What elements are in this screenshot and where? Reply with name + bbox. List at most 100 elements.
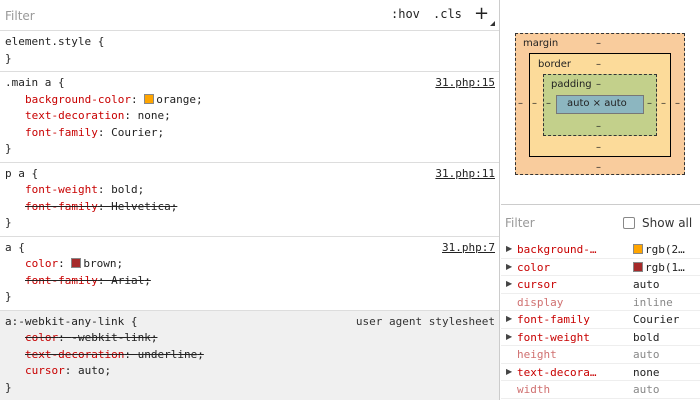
- computed-row[interactable]: ▶ text-decora… none: [501, 364, 700, 381]
- property-value[interactable]: none: [137, 109, 165, 122]
- padding-top-value[interactable]: –: [596, 79, 601, 90]
- show-all-checkbox[interactable]: [623, 217, 635, 229]
- border-right-value[interactable]: –: [661, 98, 666, 109]
- computed-value-text: rgb(2…: [645, 243, 685, 256]
- property-value[interactable]: Courier: [111, 125, 158, 139]
- computed-property-value: rgb(1…: [633, 261, 685, 274]
- declaration[interactable]: color: brown;: [25, 257, 124, 270]
- property-name[interactable]: text-decoration: [25, 109, 125, 122]
- margin-left-value[interactable]: –: [518, 98, 523, 109]
- property-name[interactable]: font-family: [25, 199, 98, 213]
- rule-selector[interactable]: .main a {: [5, 76, 65, 89]
- padding-bottom-value[interactable]: –: [596, 121, 601, 132]
- expand-triangle-icon[interactable]: ▶: [506, 331, 513, 341]
- rule-selector: a:-webkit-any-link {: [5, 314, 138, 328]
- rule-close-brace: }: [5, 51, 12, 65]
- property-name[interactable]: color: [25, 257, 59, 270]
- rule-close-brace: }: [5, 290, 12, 303]
- computed-row[interactable]: display inline: [501, 294, 700, 311]
- computed-row[interactable]: ▶ background-… rgb(2…: [501, 241, 700, 259]
- padding-right-value[interactable]: –: [647, 98, 652, 109]
- computed-property-name: height: [517, 348, 557, 361]
- computed-property-name: cursor: [517, 278, 557, 291]
- rule-p-a: p a { 31.php:11 font-weight: bold; font-…: [0, 163, 499, 237]
- declaration[interactable]: font-family: Courier;: [25, 125, 165, 139]
- property-value[interactable]: Arial: [111, 273, 145, 287]
- computed-row[interactable]: ▶ font-family Courier: [501, 311, 700, 329]
- computed-row[interactable]: width auto: [501, 381, 700, 399]
- declaration[interactable]: background-color: orange;: [25, 92, 203, 106]
- computed-property-name: display: [517, 295, 564, 309]
- color-swatch-icon[interactable]: [633, 244, 643, 254]
- rule-close-brace: }: [5, 216, 12, 229]
- expand-triangle-icon[interactable]: ▶: [506, 366, 513, 376]
- border-top-value[interactable]: –: [596, 59, 601, 70]
- property-name[interactable]: font-family: [25, 125, 98, 139]
- property-value[interactable]: bold: [111, 183, 138, 196]
- rule-element-style: element.style { }: [0, 31, 499, 72]
- cls-toggle-button[interactable]: .cls: [433, 7, 462, 21]
- computed-row[interactable]: height auto: [501, 346, 700, 364]
- color-swatch-icon[interactable]: [633, 261, 643, 272]
- property-value: underline: [137, 347, 198, 361]
- hov-toggle-button[interactable]: :hov: [391, 7, 420, 21]
- overridden-declaration: text-decoration: underline;: [25, 347, 204, 361]
- property-name[interactable]: font-family: [25, 273, 98, 287]
- computed-property-name: color: [517, 260, 551, 274]
- computed-row[interactable]: ▶ font-weight bold: [501, 329, 700, 346]
- expand-triangle-icon[interactable]: ▶: [506, 261, 513, 271]
- show-all-label[interactable]: Show all: [642, 216, 693, 230]
- rule-selector[interactable]: element.style {: [5, 35, 105, 48]
- styles-pane: :hov .cls + element.style { } .main a { …: [0, 0, 500, 400]
- expand-triangle-icon[interactable]: ▶: [506, 279, 513, 288]
- property-value[interactable]: Helvetica: [111, 199, 171, 213]
- computed-row[interactable]: ▶ cursor auto: [501, 276, 700, 294]
- rule-user-agent: a:-webkit-any-link { user agent styleshe…: [0, 310, 499, 400]
- styles-filter-input[interactable]: [5, 7, 365, 25]
- computed-property-name: text-decora…: [517, 365, 597, 379]
- property-value[interactable]: orange: [156, 92, 196, 106]
- expand-triangle-icon[interactable]: ▶: [506, 314, 513, 323]
- new-style-rule-button[interactable]: +: [474, 3, 490, 24]
- rule-source-link[interactable]: 31.php:11: [435, 166, 495, 180]
- rule-source-link[interactable]: 31.php:7: [442, 240, 495, 254]
- padding-left-value[interactable]: –: [546, 98, 551, 109]
- rule-source-label: user agent stylesheet: [355, 314, 495, 328]
- overridden-declaration[interactable]: font-family: Helvetica;: [25, 199, 178, 213]
- computed-property-name: font-weight: [517, 330, 590, 344]
- declaration[interactable]: text-decoration: none;: [25, 109, 171, 122]
- computed-property-value: auto: [633, 383, 660, 396]
- property-value[interactable]: brown: [83, 257, 117, 270]
- margin-right-value[interactable]: –: [675, 98, 680, 109]
- overridden-declaration[interactable]: font-family: Arial;: [25, 273, 151, 287]
- computed-filter-input[interactable]: [505, 216, 615, 230]
- margin-bottom-value[interactable]: –: [596, 162, 601, 173]
- content-size-value[interactable]: auto × auto: [567, 98, 627, 109]
- color-swatch-icon[interactable]: [144, 93, 155, 104]
- declaration[interactable]: font-weight: bold;: [25, 183, 145, 196]
- border-left-value[interactable]: –: [532, 98, 537, 109]
- computed-row[interactable]: ▶ color rgb(1…: [501, 259, 700, 276]
- computed-property-name: background-…: [517, 243, 597, 256]
- rule-selector[interactable]: p a {: [5, 166, 39, 180]
- property-value: auto: [78, 364, 105, 377]
- computed-property-value: inline: [633, 295, 673, 309]
- overridden-declaration: color: -webkit-link;: [25, 331, 158, 344]
- box-model-diagram: margin – – – – border – – – – padding – …: [501, 0, 700, 205]
- styles-filter-bar: :hov .cls +: [0, 0, 499, 31]
- rule-selector[interactable]: a {: [5, 240, 25, 254]
- margin-label: margin: [523, 38, 559, 49]
- property-name[interactable]: font-weight: [25, 183, 98, 196]
- declaration: cursor: auto;: [25, 364, 112, 377]
- new-rule-menu-icon[interactable]: [490, 21, 495, 26]
- box-model-content[interactable]: [556, 95, 644, 114]
- margin-top-value[interactable]: –: [596, 38, 601, 49]
- computed-property-value: bold: [633, 330, 660, 344]
- computed-properties-list: ▶ background-… rgb(2… ▶ color rgb(1… ▶ c…: [501, 241, 700, 399]
- rule-source-link[interactable]: 31.php:15: [435, 76, 495, 89]
- expand-triangle-icon[interactable]: ▶: [506, 244, 513, 253]
- border-bottom-value[interactable]: –: [596, 142, 601, 153]
- color-swatch-icon[interactable]: [71, 258, 82, 268]
- padding-label: padding: [551, 79, 592, 90]
- property-name[interactable]: background-color: [25, 92, 131, 106]
